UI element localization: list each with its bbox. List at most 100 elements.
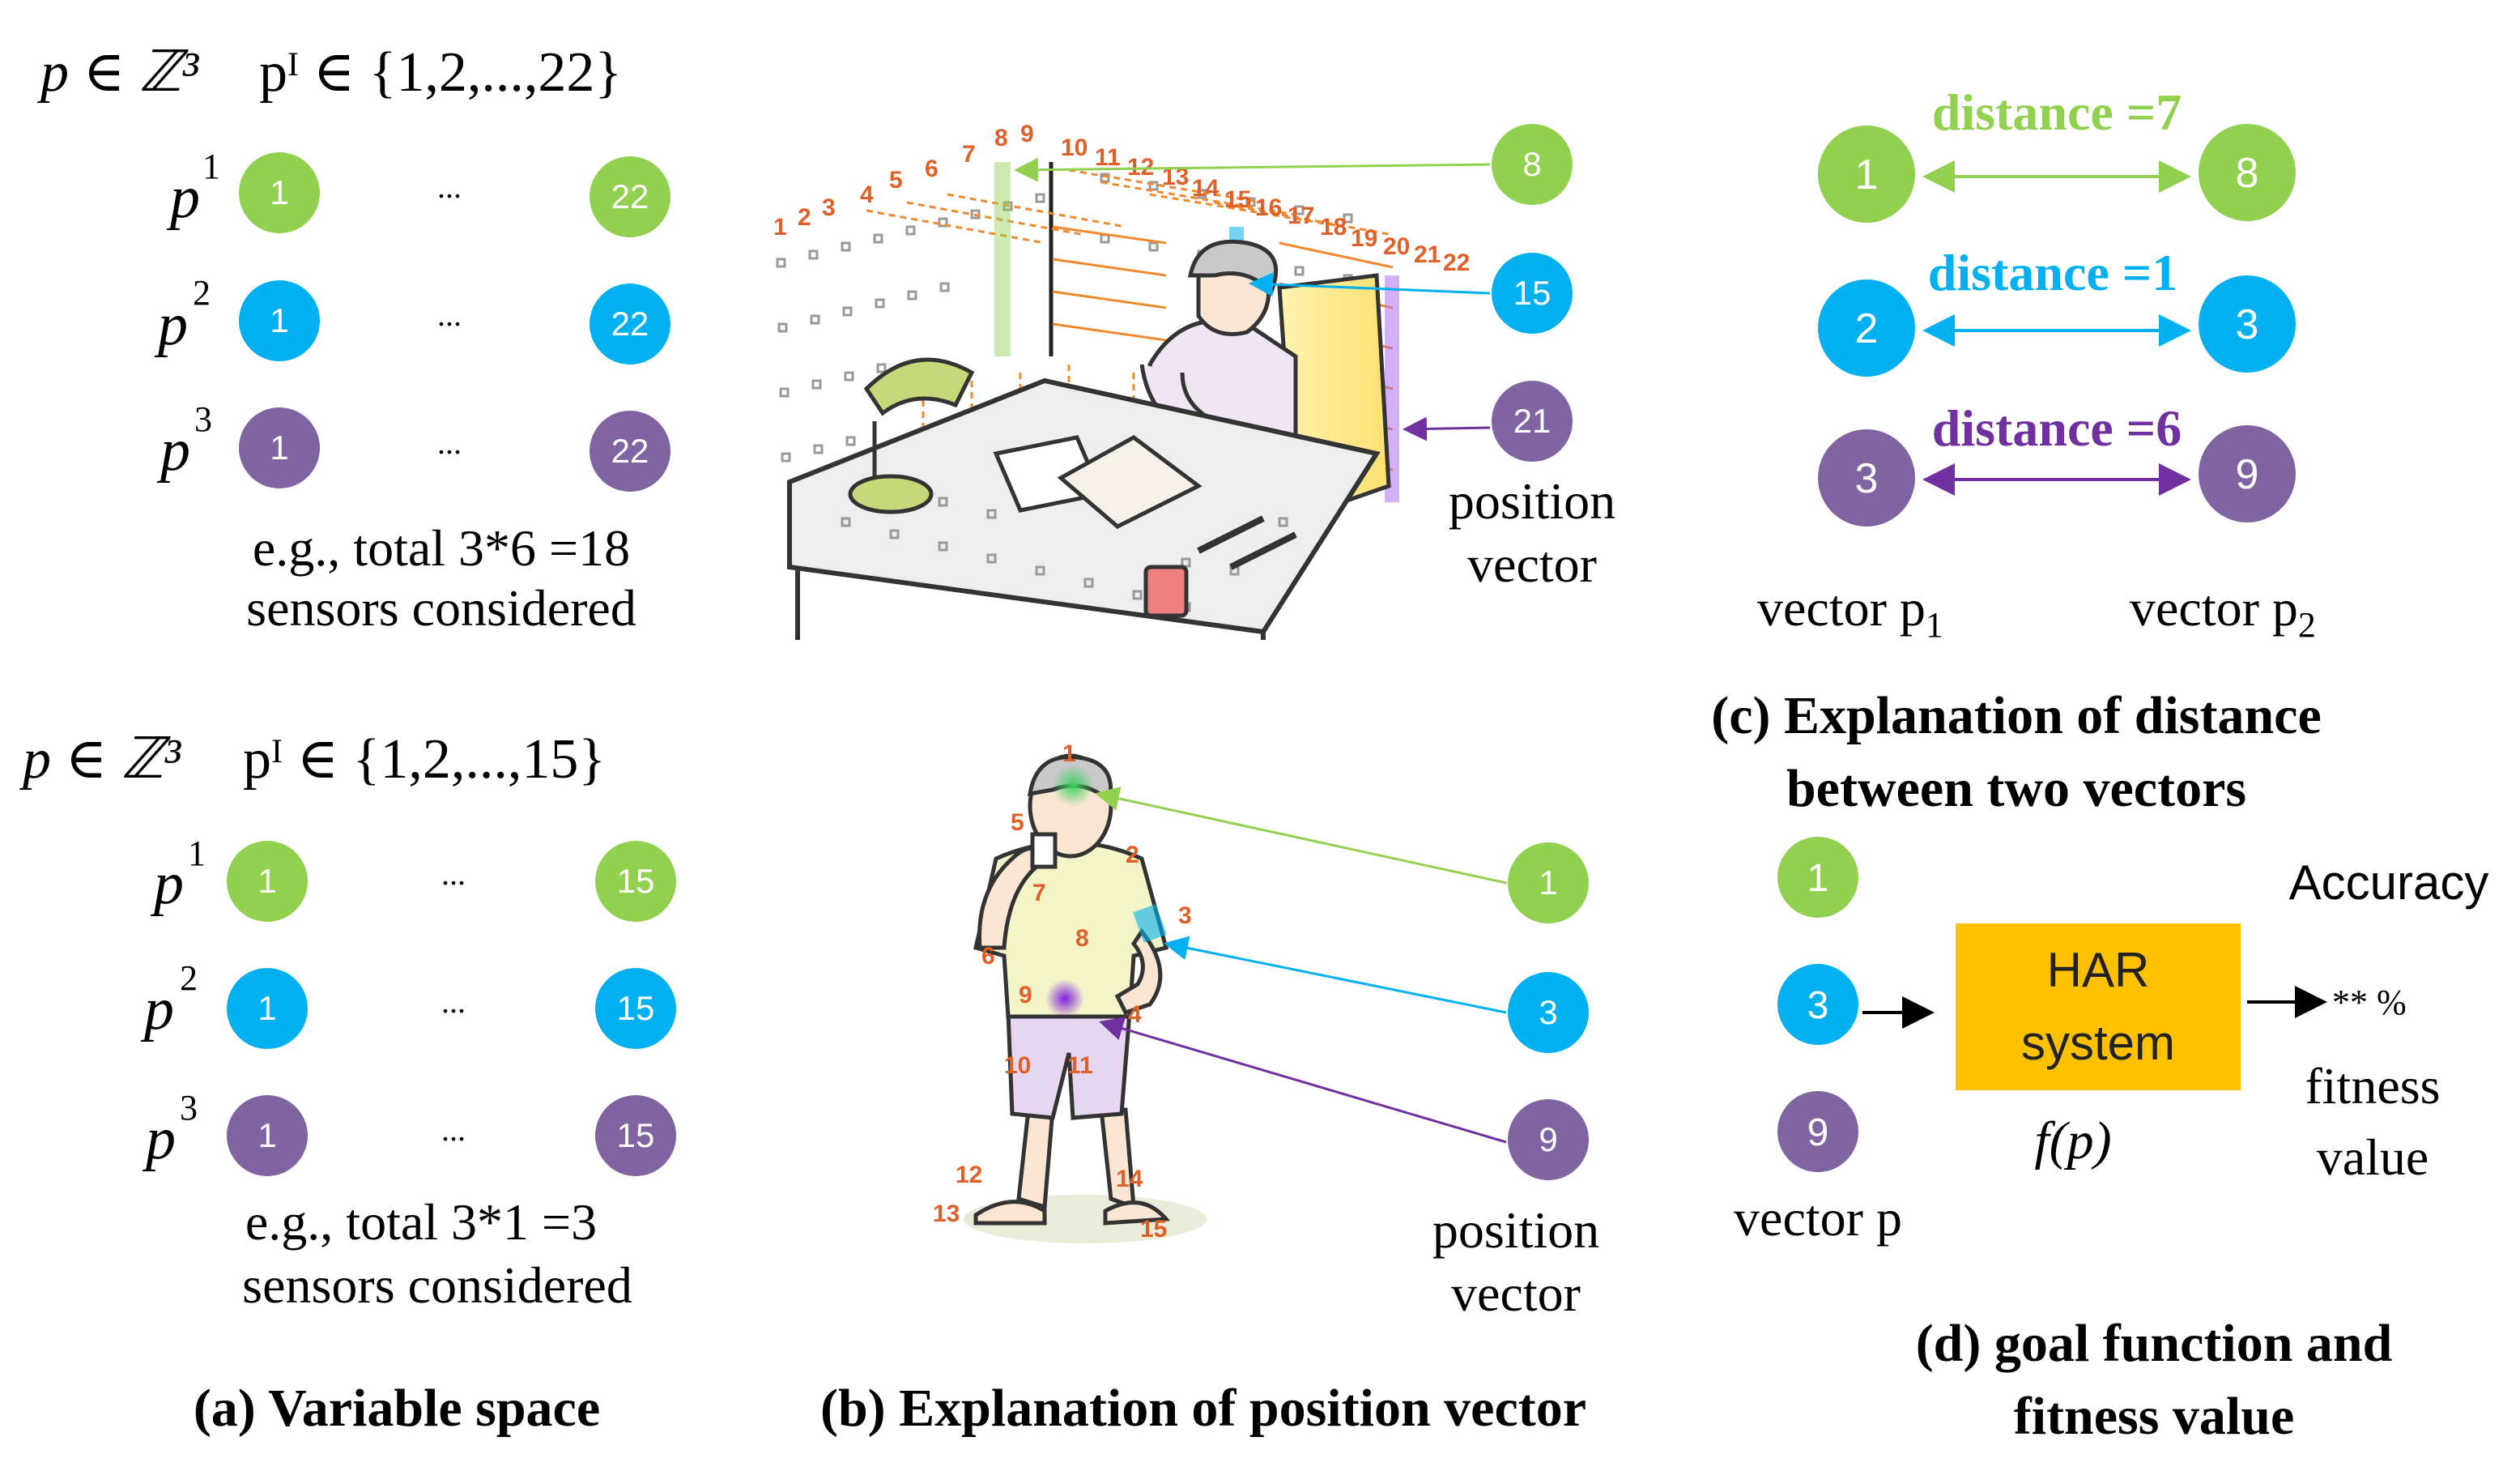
body-number-label: 12 xyxy=(956,1162,982,1188)
ellipsis: ... xyxy=(437,168,462,205)
variable-row-2: p 2 1 ... 15 xyxy=(140,958,676,1049)
grid-number-label: 19 xyxy=(1351,225,1377,252)
marker-label: 1 xyxy=(258,862,276,900)
marker-label: 8 xyxy=(2236,150,2259,197)
marker-label: 3 xyxy=(2236,301,2259,348)
marker-circle-purple xyxy=(590,411,670,492)
vector-p1-subscript: 1 xyxy=(1926,605,1943,645)
marker-circle-blue xyxy=(1508,972,1589,1053)
set-definition-right: pᴵ ∈ {1,2,...,22} xyxy=(259,41,622,104)
variable-superscript: 1 xyxy=(188,834,206,873)
har-system-line1: HAR xyxy=(2047,943,2150,997)
grid-number-label: 7 xyxy=(962,141,976,168)
panel-a-top: p ∈ ℤ³ pᴵ ∈ {1,2,...,22} p 1 1 ... 22 p … xyxy=(36,41,670,637)
pointer-arrow-purple xyxy=(1099,1017,1507,1144)
marker-circle-blue xyxy=(1818,279,1915,377)
marker-circle-green xyxy=(239,152,320,233)
left-wall-sensor-grid xyxy=(776,193,1045,463)
marker-circle-purple xyxy=(1777,1091,1858,1172)
marker-circle-green xyxy=(595,841,676,922)
marker-circle-green xyxy=(1492,124,1573,205)
grid-number-label: 8 xyxy=(994,125,1008,151)
caption-b: (b) Explanation of position vector xyxy=(820,1379,1586,1438)
marker-label: 15 xyxy=(617,1116,655,1154)
body-number-label: 9 xyxy=(1019,982,1032,1008)
marker-label: 15 xyxy=(617,862,655,900)
body-number-label: 5 xyxy=(1011,809,1024,836)
marker-label: 1 xyxy=(270,301,288,339)
variable-p-label: p xyxy=(140,976,174,1042)
har-system-box xyxy=(1956,923,2241,1090)
marker-circle-purple xyxy=(227,1095,308,1176)
body-number-label: 6 xyxy=(981,943,995,970)
position-vector-label-line1: position xyxy=(1432,1201,1599,1259)
pointer-arrow-blue xyxy=(1164,936,1507,1014)
body-number-label: 4 xyxy=(1128,1001,1142,1028)
marker-label: 9 xyxy=(2236,451,2259,498)
variable-row-1: p 1 1 ... 22 xyxy=(166,147,670,237)
marker-circle-green xyxy=(2199,124,2296,221)
variable-row-3: p 3 1 ... 22 xyxy=(156,399,670,492)
grid-number-label: 1 xyxy=(773,214,787,241)
head-sensor-glow xyxy=(1052,765,1094,807)
position-vector-label-line1: position xyxy=(1449,472,1615,530)
function-label: f(p) xyxy=(2034,1111,2111,1170)
panel-c: distance =7 1 8 distance =1 2 3 distance… xyxy=(1711,83,2322,818)
variable-p-label: p xyxy=(166,164,200,231)
marker-label: 1 xyxy=(258,1116,276,1154)
marker-label: 22 xyxy=(611,177,649,215)
variable-superscript: 2 xyxy=(193,273,211,313)
marker-circle-blue xyxy=(590,284,670,365)
marker-label: 3 xyxy=(1855,455,1879,502)
body-number-label: 8 xyxy=(1075,925,1089,952)
pointer-arrow-green xyxy=(1095,787,1507,885)
vector-p2-label: vector p2 xyxy=(2130,579,2316,645)
variable-row-1: p 1 1 ... 15 xyxy=(150,834,676,922)
vector-p2-text: vector p xyxy=(2130,579,2298,637)
vector-p-label: vector p xyxy=(1734,1189,1902,1247)
marker-circle-green xyxy=(1508,842,1589,923)
fitness-value-line1: fitness xyxy=(2305,1057,2440,1115)
grid-number-label: 20 xyxy=(1383,233,1410,260)
grid-number-label: 15 xyxy=(1224,186,1251,213)
variable-superscript: 3 xyxy=(180,1088,198,1128)
marker-circle-purple xyxy=(239,407,320,488)
ellipsis: ... xyxy=(437,296,462,333)
panel-d: 1 3 9 vector p HAR system f(p) Accuracy … xyxy=(1734,837,2488,1446)
marker-label: 15 xyxy=(617,989,655,1027)
variable-p-label: p xyxy=(154,292,188,358)
distance-label-green: distance =7 xyxy=(1932,83,2182,141)
variable-row-2: p 2 1 ... 22 xyxy=(154,273,670,365)
set-definition-left: p ∈ ℤ³ xyxy=(36,41,199,104)
vector-p1-text: vector p xyxy=(1757,579,1926,637)
body-number-label: 14 xyxy=(1116,1166,1143,1192)
pointer-arrow-purple xyxy=(1403,416,1491,441)
set-definition-left: p ∈ ℤ³ xyxy=(19,728,181,791)
fitness-value-line2: value xyxy=(2317,1128,2429,1186)
panel-a-bottom: p ∈ ℤ³ pᴵ ∈ {1,2,...,15} p 1 1 ... 15 p … xyxy=(19,728,676,1314)
output-value: ** % xyxy=(2332,983,2407,1022)
har-system-line2: system xyxy=(2021,1016,2175,1070)
grid-number-label: 21 xyxy=(1414,241,1441,268)
marker-circle-green xyxy=(1777,837,1858,918)
caption-d-line1: (d) goal function and xyxy=(1916,1314,2393,1373)
distance-label-purple: distance =6 xyxy=(1932,399,2182,457)
sensor-note-line1: e.g., total 3*6 =18 xyxy=(253,519,630,577)
ellipsis: ... xyxy=(437,424,462,461)
waist-sensor-glow xyxy=(1045,979,1084,1018)
marker-circle-purple xyxy=(1492,381,1573,462)
body-number-label: 3 xyxy=(1178,902,1192,929)
body-number-label: 11 xyxy=(1067,1052,1093,1079)
body-number-label: 7 xyxy=(1032,880,1046,906)
body-number-label: 15 xyxy=(1140,1216,1167,1243)
marker-label: 21 xyxy=(1513,402,1552,440)
vector-p1-label: vector p1 xyxy=(1757,579,1943,645)
body-number-label: 13 xyxy=(933,1200,960,1227)
grid-number-label: 11 xyxy=(1095,144,1121,171)
grid-number-label: 2 xyxy=(798,204,811,231)
marker-circle-blue xyxy=(1777,964,1858,1045)
variable-row-3: p 3 1 ... 15 xyxy=(142,1088,676,1176)
